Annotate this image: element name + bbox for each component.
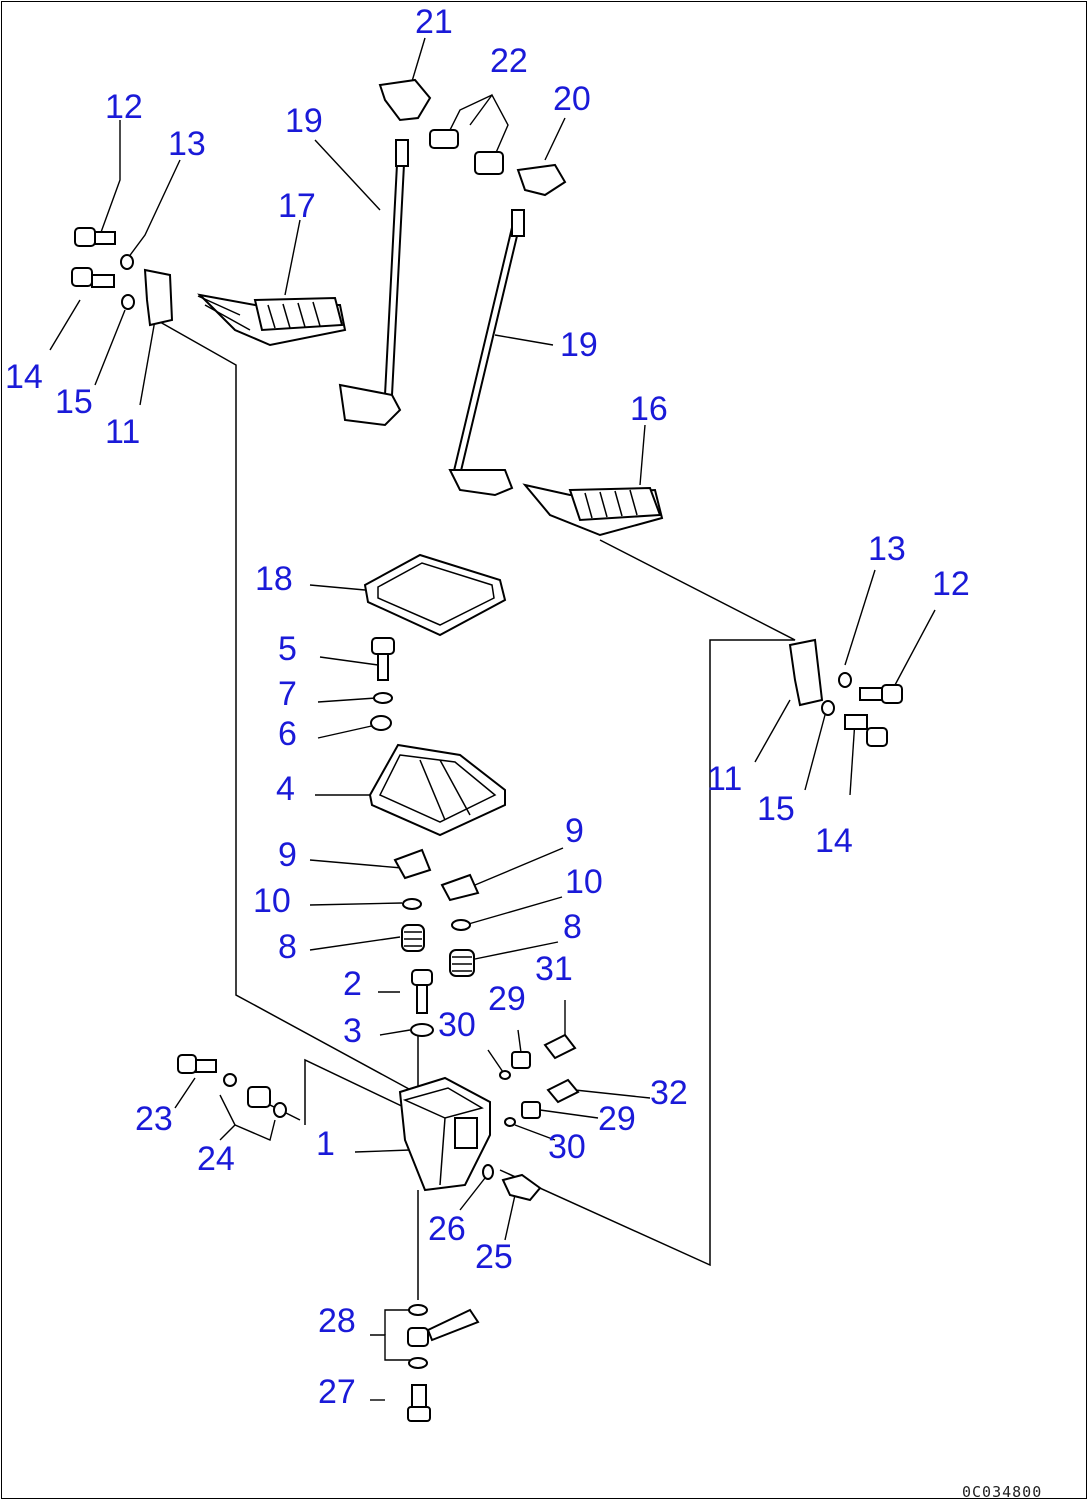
spring-8a xyxy=(401,924,425,952)
label-12-left: 12 xyxy=(105,88,143,126)
label-17: 17 xyxy=(278,187,316,225)
label-2: 2 xyxy=(343,965,362,1003)
label-30-top: 30 xyxy=(438,1006,476,1044)
rod-left xyxy=(338,139,409,427)
label-19-left: 19 xyxy=(285,102,323,140)
bolt-12-left xyxy=(74,227,116,247)
label-11-left: 11 xyxy=(105,413,140,451)
figure-code: 0C034800 xyxy=(962,1483,1042,1501)
label-16: 16 xyxy=(630,390,668,428)
nut-6 xyxy=(370,715,392,731)
label-10-left: 10 xyxy=(253,882,291,920)
label-31: 31 xyxy=(535,950,573,988)
pedal-right xyxy=(522,483,664,537)
o-ring-30b xyxy=(504,1117,516,1127)
sensor-32 xyxy=(546,1078,580,1104)
label-13-right: 13 xyxy=(868,530,906,568)
label-8-left: 8 xyxy=(278,928,297,966)
label-12-right: 12 xyxy=(932,565,970,603)
bolt-27 xyxy=(407,1384,431,1422)
label-7: 7 xyxy=(278,675,297,713)
fitting-29b xyxy=(521,1101,541,1119)
washer-10b xyxy=(451,919,471,931)
washer-13-left xyxy=(120,254,134,270)
gasket-18 xyxy=(363,553,507,637)
bolt-set-22 xyxy=(429,129,504,175)
label-15-left: 15 xyxy=(55,383,93,421)
cover-4 xyxy=(368,743,506,837)
washer-15-right xyxy=(821,700,835,716)
bolt-12-right xyxy=(859,684,903,704)
label-23: 23 xyxy=(135,1100,173,1138)
o-ring-30a xyxy=(499,1070,511,1080)
bolt-14-left xyxy=(71,267,115,288)
label-10-right: 10 xyxy=(565,863,603,901)
washer-10a xyxy=(402,898,422,910)
label-14-left: 14 xyxy=(5,358,43,396)
label-6: 6 xyxy=(278,715,297,753)
label-1: 1 xyxy=(316,1125,335,1163)
spring-8b xyxy=(449,949,475,977)
label-26: 26 xyxy=(428,1210,466,1248)
label-32: 32 xyxy=(650,1074,688,1112)
label-11-right: 11 xyxy=(707,760,742,798)
washer-7 xyxy=(373,692,393,704)
label-15-right: 15 xyxy=(757,790,795,828)
label-4: 4 xyxy=(276,770,295,808)
label-20: 20 xyxy=(553,80,591,118)
bolt-23 xyxy=(177,1054,217,1074)
elbow-25 xyxy=(501,1173,542,1202)
label-30-bottom: 30 xyxy=(548,1128,586,1166)
valve-body-1 xyxy=(398,1076,491,1192)
rod-right xyxy=(448,209,525,497)
fitting-set-24 xyxy=(223,1073,287,1118)
plate-9a xyxy=(393,848,432,880)
label-19-right: 19 xyxy=(560,326,598,364)
label-21: 21 xyxy=(415,3,453,41)
label-25: 25 xyxy=(475,1238,513,1276)
clevis-20 xyxy=(516,163,567,197)
clevis-21 xyxy=(378,78,432,122)
label-24: 24 xyxy=(197,1140,235,1178)
bolt-2 xyxy=(411,969,433,1014)
label-3: 3 xyxy=(343,1012,362,1050)
fitting-29a xyxy=(511,1051,531,1069)
sensor-31 xyxy=(543,1033,577,1060)
label-22: 22 xyxy=(490,42,528,80)
label-8-right: 8 xyxy=(563,908,582,946)
label-13-left: 13 xyxy=(168,125,206,163)
label-9-right: 9 xyxy=(565,812,584,850)
plate-9b xyxy=(440,873,480,902)
leader-lines xyxy=(49,37,936,1401)
bolt-14-right xyxy=(844,714,888,747)
bolt-5 xyxy=(371,637,395,681)
label-27: 27 xyxy=(318,1373,356,1411)
part-labels: 12 13 14 15 11 17 19 21 22 20 19 16 18 5… xyxy=(5,3,970,1411)
label-28: 28 xyxy=(318,1302,356,1340)
washer-13-right xyxy=(838,672,852,688)
label-29-top: 29 xyxy=(488,980,526,1018)
label-14-right: 14 xyxy=(815,822,853,860)
label-5: 5 xyxy=(278,630,297,668)
fitting-set-28 xyxy=(407,1304,480,1369)
washer-3 xyxy=(410,1023,434,1037)
label-29-bottom: 29 xyxy=(598,1100,636,1138)
o-ring-26 xyxy=(482,1164,494,1180)
washer-15-left xyxy=(121,294,135,310)
label-18: 18 xyxy=(255,560,293,598)
pedal-left xyxy=(143,268,347,347)
label-9-left: 9 xyxy=(278,836,297,874)
bracket-11-right xyxy=(788,638,824,707)
